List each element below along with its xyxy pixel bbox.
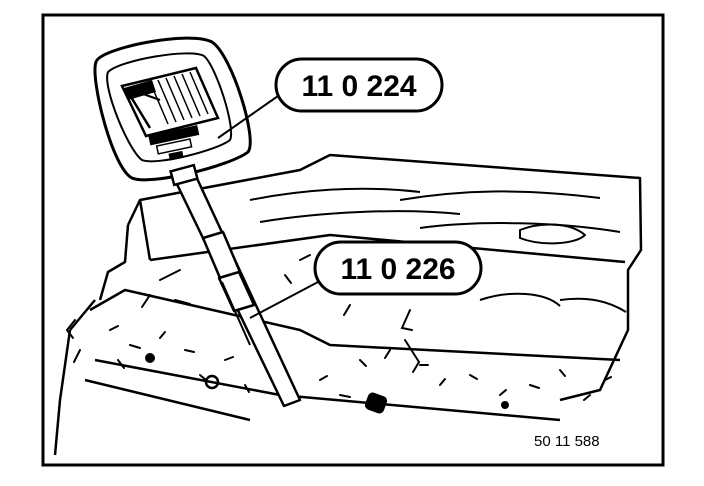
oil-filler-cap [364, 392, 388, 414]
bolt-hole [501, 401, 509, 409]
callout-11-0-224: 11 0 224 [274, 57, 444, 113]
gauge-label [148, 125, 200, 161]
engine-detail-marks [65, 254, 612, 401]
engine-cover [53, 153, 643, 456]
callout-label-top: 11 0 224 [301, 70, 416, 103]
figure-reference-number: 50 11 588 [534, 433, 600, 450]
bolt-hole [204, 374, 220, 390]
bolt-hole [145, 353, 155, 363]
gauge-head [93, 36, 252, 187]
callout-11-0-226: 11 0 226 [313, 240, 483, 296]
leader-lines [217, 95, 319, 319]
callout-label-bottom: 11 0 226 [340, 253, 455, 286]
